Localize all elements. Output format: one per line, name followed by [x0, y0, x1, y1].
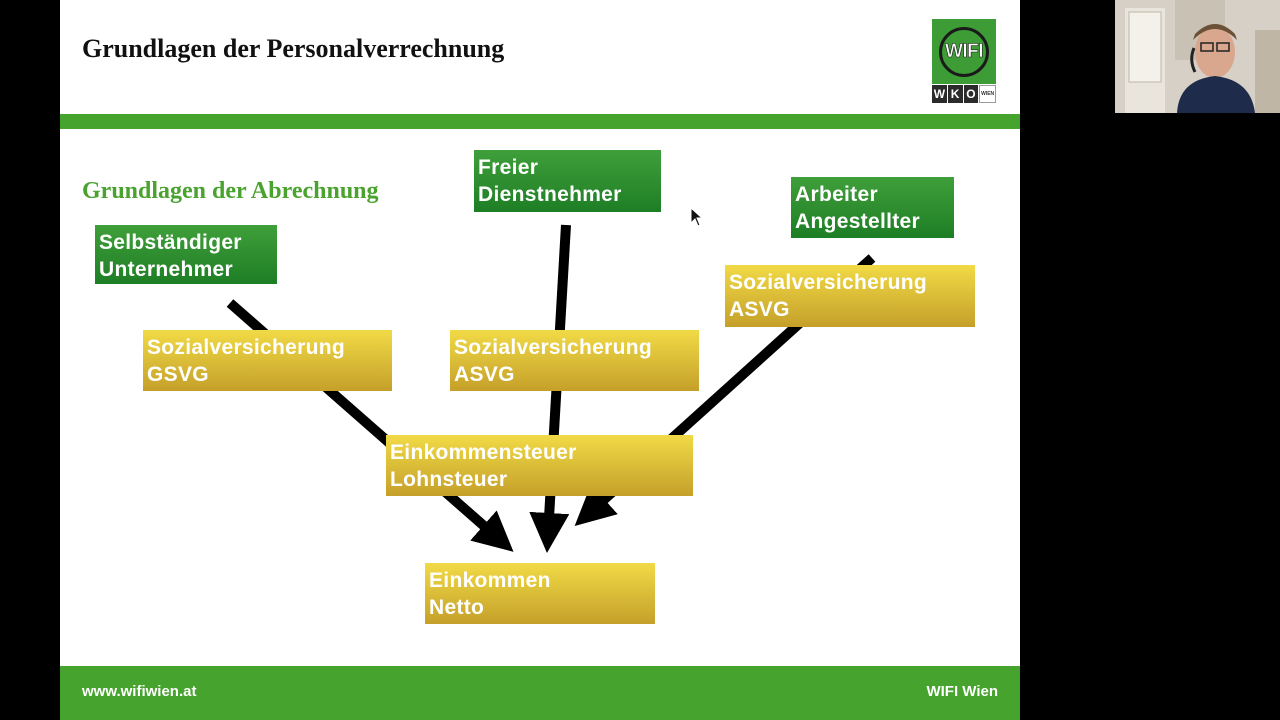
logo-letter-o: O — [963, 85, 979, 103]
header-band — [60, 114, 1020, 129]
box-sv-gsvg: Sozialversicherung GSVG — [143, 330, 392, 391]
box-arbeiter-angestellter: Arbeiter Angestellter — [791, 177, 954, 238]
logo-letter-k: K — [947, 85, 963, 103]
box-label-line2: ASVG — [729, 298, 790, 321]
wifi-logo: WIFI W K O WIEN — [932, 19, 996, 103]
presenter-webcam-thumbnail — [1115, 0, 1280, 113]
logo-letters: W K O WIEN — [932, 85, 996, 103]
presentation-slide: Grundlagen der Personalverrechnung WIFI … — [60, 0, 1020, 720]
box-label-line1: Arbeiter — [795, 183, 878, 206]
box-label-line2: GSVG — [147, 363, 209, 386]
footer-website: www.wifiwien.at — [82, 683, 197, 700]
box-label-line1: Einkommensteuer — [390, 441, 577, 464]
box-label-line2: Angestellter — [795, 210, 920, 233]
box-einkommen-netto: Einkommen Netto — [425, 563, 655, 624]
slide-title: Grundlagen der Personalverrechnung — [82, 34, 505, 63]
footer-brand: WIFI Wien — [926, 683, 998, 700]
logo-letter-w: W — [932, 85, 947, 103]
box-selbstaendiger-unternehmer: Selbständiger Unternehmer — [95, 225, 277, 284]
mouse-pointer-icon — [690, 207, 704, 227]
diagram-subtitle: Grundlagen der Abrechnung — [82, 178, 379, 204]
box-label-line2: ASVG — [454, 363, 515, 386]
box-label-line1: Selbständiger — [99, 231, 242, 254]
box-label-line1: Sozialversicherung — [147, 336, 345, 359]
box-label-line1: Freier — [478, 156, 539, 179]
box-freier-dienstnehmer: Freier Dienstnehmer — [474, 150, 661, 212]
box-label-line2: Unternehmer — [99, 258, 233, 281]
box-label-line1: Sozialversicherung — [729, 271, 927, 294]
logo-letter-wien: WIEN — [979, 85, 996, 103]
logo-word: WIFI — [944, 40, 984, 62]
box-label-line2: Netto — [429, 596, 485, 619]
footer-band — [60, 666, 1020, 720]
box-einkommensteuer-lohnsteuer: Einkommensteuer Lohnsteuer — [386, 435, 693, 496]
logo-ring: WIFI — [939, 26, 989, 77]
box-label-line2: Lohnsteuer — [390, 468, 508, 491]
box-label-line1: Sozialversicherung — [454, 336, 652, 359]
box-label-line2: Dienstnehmer — [478, 183, 622, 206]
logo-emblem: WIFI — [932, 19, 996, 84]
box-label-line1: Einkommen — [429, 569, 551, 592]
box-sv-asvg-middle: Sozialversicherung ASVG — [450, 330, 699, 391]
presenter-video-image — [1115, 0, 1280, 113]
box-sv-asvg-right: Sozialversicherung ASVG — [725, 265, 975, 327]
